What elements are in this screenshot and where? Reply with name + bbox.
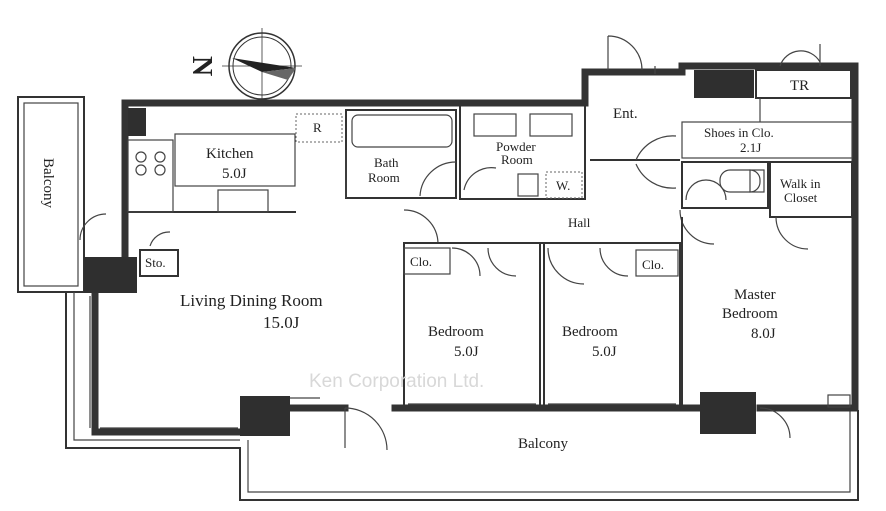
column-top-right	[694, 70, 754, 98]
bath-label-2: Room	[368, 170, 400, 185]
closet-2-label: Clo.	[642, 257, 664, 272]
watermark: Ken Corporation Ltd.	[309, 371, 484, 392]
hall-label: Hall	[568, 215, 591, 230]
compass-needle-icon	[232, 58, 296, 72]
powder-label-2: Room	[501, 152, 533, 167]
entrance: Ent.	[590, 35, 680, 189]
shoes-label-1: Shoes in Clo.	[704, 125, 774, 140]
toilet-room: TR	[755, 44, 852, 99]
column-bottom-left	[240, 396, 290, 436]
bedroom-1-name: Bedroom	[428, 324, 484, 340]
kitchen-size: 5.0J	[222, 166, 247, 182]
powder-label-1: Powder	[496, 139, 536, 154]
north-label-rotated: N	[186, 56, 217, 76]
balcony-bottom-label: Balcony	[518, 436, 568, 452]
bedroom-2-name: Bedroom	[562, 324, 618, 340]
master-label-2: Bedroom	[722, 306, 778, 322]
living-name: Living Dining Room	[180, 291, 323, 310]
bedroom-2: Clo. Bedroom 5.0J	[543, 242, 681, 409]
column-kitchen	[128, 108, 146, 136]
column-bottom-right	[700, 392, 756, 434]
storage: Sto.	[79, 213, 179, 277]
balcony-left-label: Balcony	[40, 158, 56, 208]
fridge-label: R	[313, 120, 322, 135]
bedroom-1-size: 5.0J	[454, 344, 479, 360]
washer-label: W.	[556, 178, 570, 193]
walk-in-closet: Walk in Closet	[769, 161, 853, 250]
master-size: 8.0J	[751, 326, 776, 342]
master-label-1: Master	[734, 287, 776, 303]
master-bedroom: Master Bedroom 8.0J	[681, 217, 851, 439]
bath-room: Bath Room	[345, 109, 457, 199]
washroom-fixture	[681, 161, 769, 209]
kitchen-name: Kitchen	[206, 146, 254, 162]
balcony-left: Balcony	[17, 96, 85, 293]
walkin-label-1: Walk in	[780, 176, 821, 191]
compass: N N	[186, 28, 302, 104]
windows	[89, 296, 676, 429]
column-left	[84, 257, 137, 293]
bedroom-2-size: 5.0J	[592, 344, 617, 360]
shoes-closet: Shoes in Clo. 2.1J	[681, 98, 853, 159]
entrance-label: Ent.	[613, 106, 638, 122]
storage-label: Sto.	[145, 255, 166, 270]
shoes-label-2: 2.1J	[740, 140, 761, 155]
walkin-label-2: Closet	[784, 190, 818, 205]
fridge-space	[295, 113, 343, 143]
powder-room: Powder Room W.	[459, 102, 586, 200]
bedroom-1: Clo. Bedroom 5.0J	[403, 242, 541, 409]
hall: Hall	[403, 209, 715, 245]
toilet-label: TR	[790, 78, 809, 94]
bath-label-1: Bath	[374, 155, 399, 170]
entrance-door	[607, 35, 643, 71]
kitchen: R Kitchen 5.0J	[125, 113, 343, 213]
balcony-bottom: Balcony	[65, 292, 859, 501]
closet-1-label: Clo.	[410, 254, 432, 269]
living-dining-room: Living Dining Room 15.0J	[180, 291, 388, 451]
living-size: 15.0J	[263, 313, 300, 332]
